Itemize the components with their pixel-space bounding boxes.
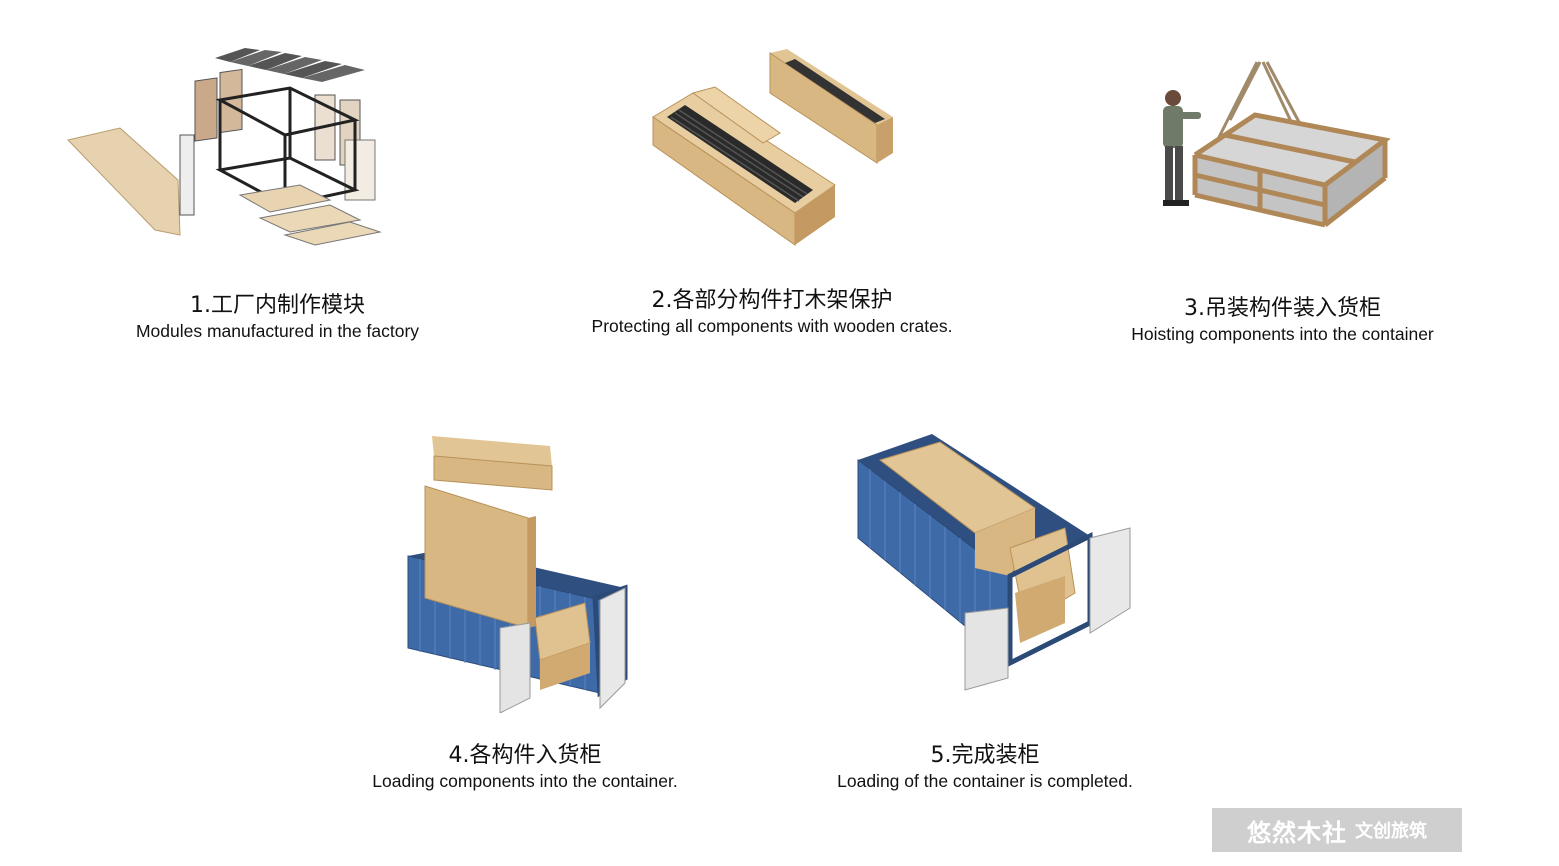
factory-module-illustration: [67, 48, 382, 246]
container-loading-illustration: [407, 436, 628, 713]
step-4-caption: 4.各构件入货柜 Loading components into the con…: [330, 742, 720, 792]
worker: [1163, 90, 1201, 206]
step-5-caption: 5.完成装柜 Loading of the container is compl…: [790, 742, 1180, 792]
container-loaded-illustration: [857, 434, 1131, 691]
step-1-title: 1.工厂内制作模块: [190, 293, 365, 318]
watermark-sub: 文创旅筑: [1355, 821, 1427, 842]
step-1-caption: 1.工厂内制作模块 Modules manufactured in the fa…: [80, 292, 475, 342]
step-2-title: 2.各部分构件打木架保护: [651, 288, 893, 313]
step-4-subtitle: Loading components into the container.: [372, 771, 678, 791]
watermark-logo: 悠然木社 文创旅筑: [1212, 808, 1462, 852]
step-5-subtitle: Loading of the container is completed.: [837, 771, 1133, 791]
step-3-title: 3.吊装构件装入货柜: [1184, 296, 1381, 321]
step-4-title: 4.各构件入货柜: [448, 743, 602, 768]
step-1-subtitle: Modules manufactured in the factory: [135, 321, 420, 341]
step-3-caption: 3.吊装构件装入货柜 Hoisting components into the …: [1085, 295, 1480, 345]
roof-panels: [215, 48, 365, 82]
step-5-title: 5.完成装柜: [930, 743, 1040, 768]
hoisting-illustration: [1163, 61, 1390, 228]
step-2-caption: 2.各部分构件打木架保护 Protecting all components w…: [552, 287, 992, 337]
watermark-main: 悠然木社: [1247, 818, 1347, 847]
step-3-subtitle: Hoisting components into the container: [1131, 324, 1434, 344]
floor-panel: [67, 127, 181, 236]
wooden-crates-illustration: [652, 49, 893, 246]
step-2-subtitle: Protecting all components with wooden cr…: [591, 316, 953, 336]
